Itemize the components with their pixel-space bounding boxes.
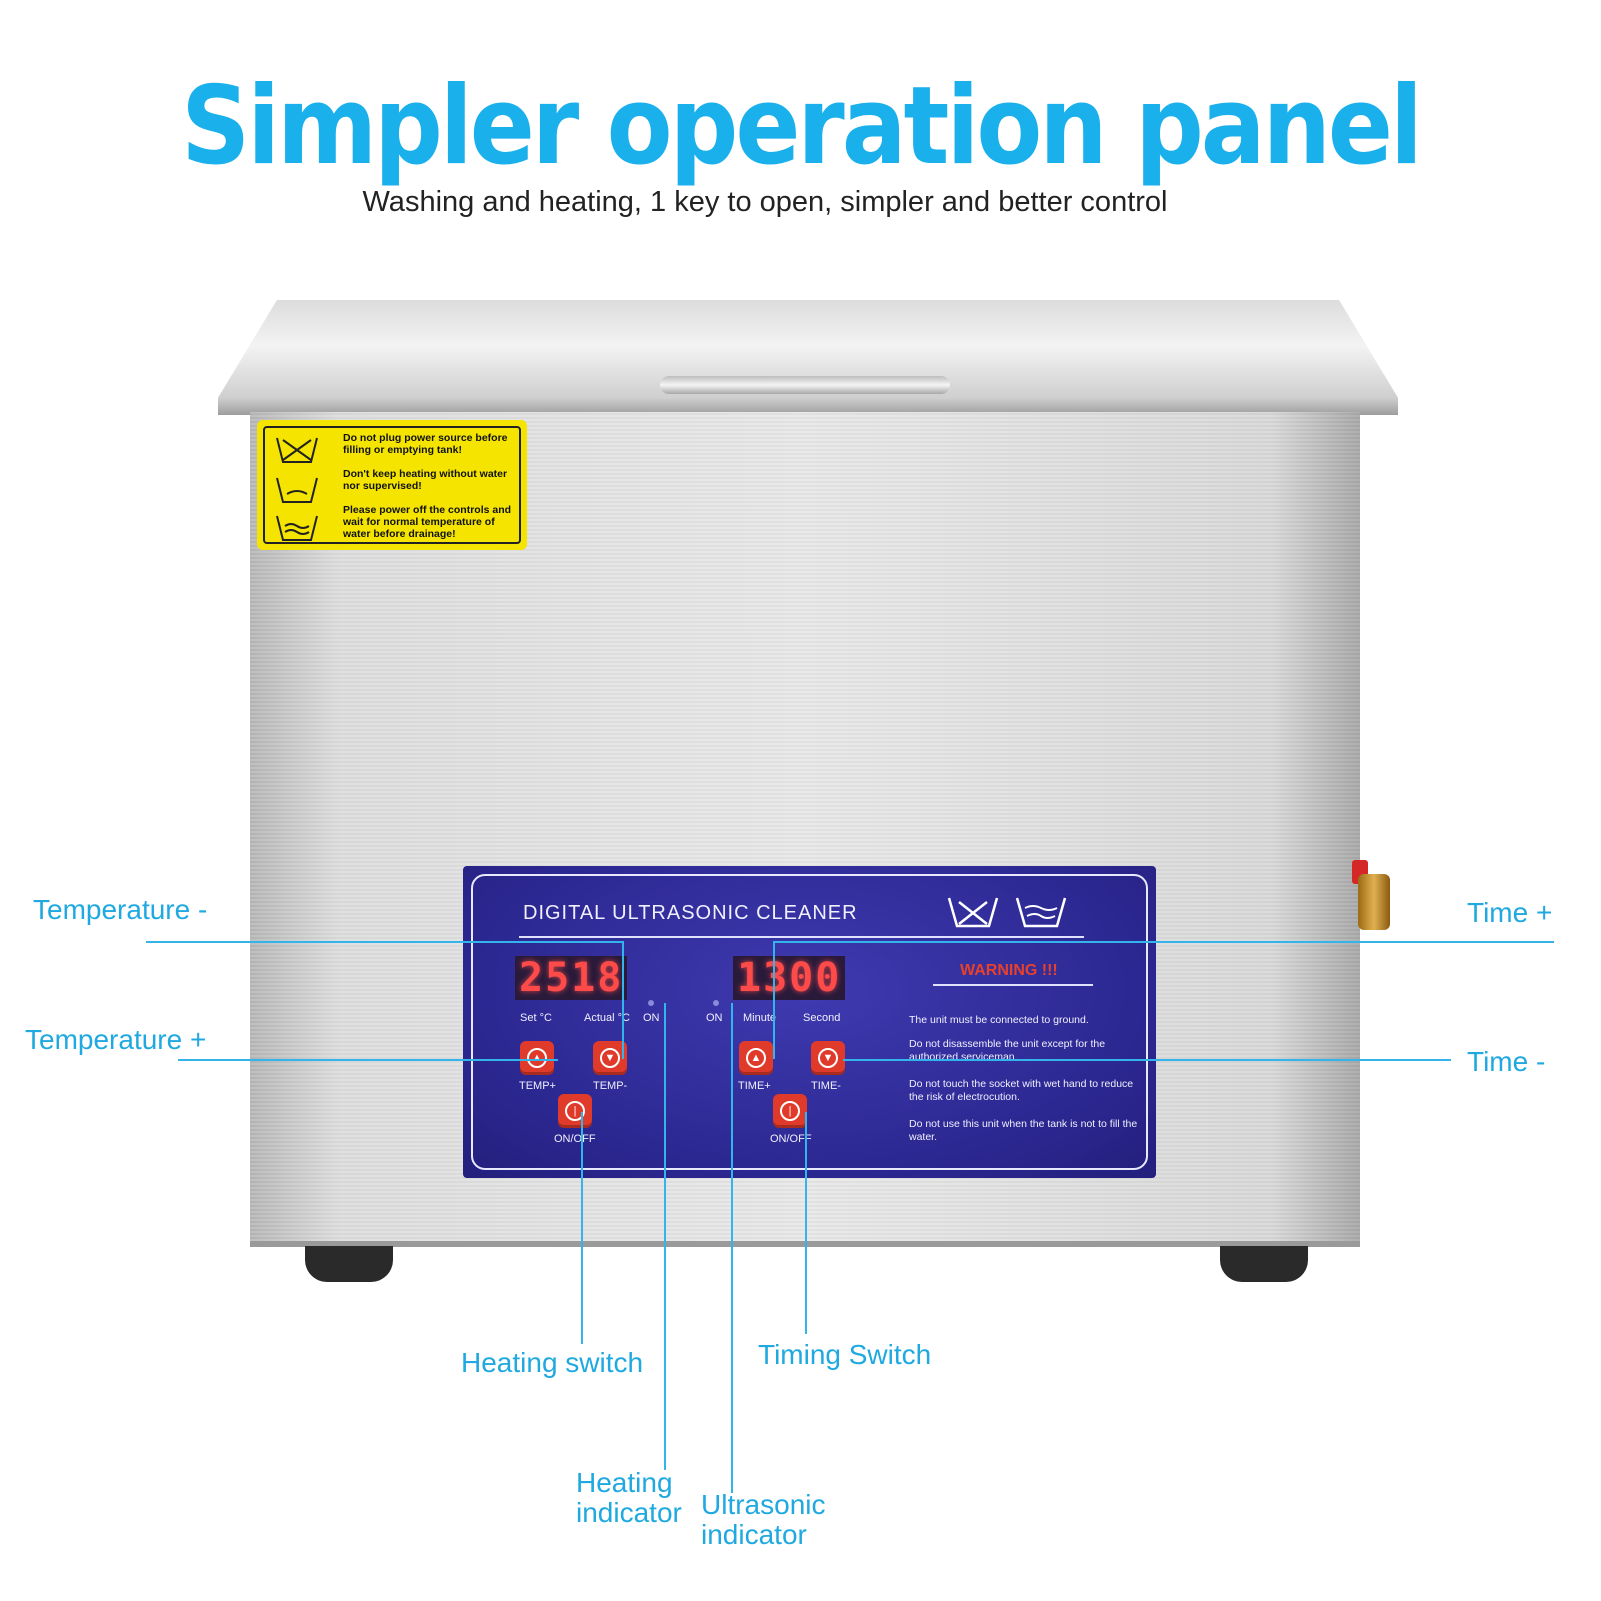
heating-onoff-label: ON/OFF	[554, 1133, 596, 1145]
drain-tank-icon	[276, 515, 318, 541]
heating-switch-line	[581, 1112, 583, 1344]
ultrasonic-indicator-line	[731, 1003, 733, 1493]
cleaner-lid	[218, 300, 1398, 415]
timer-onoff-label: ON/OFF	[770, 1133, 812, 1145]
drain-valve	[1358, 874, 1390, 930]
temp-minus-line-h	[146, 941, 624, 943]
time-minus-button[interactable]: ▼	[811, 1041, 845, 1075]
minute-label: Minute	[743, 1012, 777, 1024]
warning-text-4: Do not use this unit when the tank is no…	[909, 1118, 1138, 1143]
heating-tank-icon	[276, 477, 318, 503]
power-icon: |	[565, 1101, 585, 1121]
page-title: Simpler operation panel	[181, 63, 1423, 189]
control-panel: DIGITAL ULTRASONIC CLEANER 2518 1300 Set…	[463, 866, 1156, 1178]
temp-plus-button[interactable]: ▲	[520, 1041, 554, 1075]
sticker-line-1: Do not plug power source before filling …	[343, 432, 508, 456]
time-plus-button[interactable]: ▲	[739, 1041, 773, 1075]
ultrasonic-indicator-callout: Ultrasonic indicator	[701, 1489, 826, 1550]
time-display: 1300	[733, 956, 846, 1000]
temp-minus-button[interactable]: ▼	[593, 1041, 627, 1075]
heating-indicator-callout: Heating indicator	[576, 1467, 682, 1528]
timing-switch-callout: Timing Switch	[758, 1339, 932, 1370]
heating-indicator-line	[664, 1003, 666, 1470]
second-label: Second	[803, 1012, 841, 1024]
ultrasonic-on-label: ON	[706, 1012, 723, 1024]
no-tank-icon	[947, 897, 999, 928]
heating-onoff-button[interactable]: |	[558, 1094, 592, 1128]
time-plus-callout: Time +	[1467, 897, 1553, 928]
left-foot	[305, 1246, 393, 1282]
ok-tank-icon	[1015, 897, 1067, 928]
time-plus-line-h	[773, 941, 1554, 943]
heating-switch-callout: Heating switch	[461, 1347, 644, 1378]
set-temp-label: Set °C	[520, 1012, 552, 1024]
warning-title: WARNING !!!	[960, 962, 1058, 979]
warning-text-3: Do not touch the socket with wet hand to…	[909, 1078, 1134, 1103]
actual-temp-label: Actual °C	[584, 1012, 630, 1024]
warning-text-1: The unit must be connected to ground.	[909, 1014, 1089, 1026]
temp-plus-label: TEMP+	[519, 1080, 556, 1092]
heating-on-label: ON	[643, 1012, 660, 1024]
sticker-line-3: Please power off the controls and wait f…	[343, 504, 512, 540]
power-icon: |	[780, 1101, 800, 1121]
temp-plus-line	[178, 1059, 558, 1061]
panel-title: DIGITAL ULTRASONIC CLEANER	[523, 902, 858, 924]
temperature-plus-callout: Temperature +	[25, 1024, 207, 1055]
lid-handle	[660, 376, 950, 394]
ultrasonic-indicator-led	[713, 1000, 719, 1006]
time-minus-label: TIME-	[811, 1080, 841, 1092]
down-arrow-icon: ▼	[818, 1048, 838, 1068]
up-arrow-icon: ▲	[527, 1048, 547, 1068]
heating-indicator-led	[648, 1000, 654, 1006]
timer-onoff-button[interactable]: |	[773, 1094, 807, 1128]
right-foot	[1220, 1246, 1308, 1282]
temp-minus-line-v	[622, 941, 624, 1059]
time-minus-line	[843, 1059, 1451, 1061]
up-arrow-icon: ▲	[746, 1048, 766, 1068]
time-plus-line-v	[773, 941, 775, 1059]
time-minus-callout: Time -	[1467, 1046, 1546, 1077]
no-water-tank-icon	[276, 437, 318, 463]
panel-rule	[519, 936, 1084, 938]
time-plus-label: TIME+	[738, 1080, 771, 1092]
timing-switch-line	[805, 1112, 807, 1334]
sticker-line-2: Don't keep heating without water nor sup…	[343, 468, 508, 492]
temperature-display: 2518	[515, 956, 628, 1000]
warning-sticker: Do not plug power source before filling …	[257, 420, 527, 550]
panel-border	[471, 874, 1148, 1170]
warning-rule	[933, 984, 1093, 986]
temperature-minus-callout: Temperature -	[33, 894, 208, 925]
down-arrow-icon: ▼	[600, 1048, 620, 1068]
page-subtitle: Washing and heating, 1 key to open, simp…	[362, 186, 1168, 218]
temp-minus-label: TEMP-	[593, 1080, 628, 1092]
